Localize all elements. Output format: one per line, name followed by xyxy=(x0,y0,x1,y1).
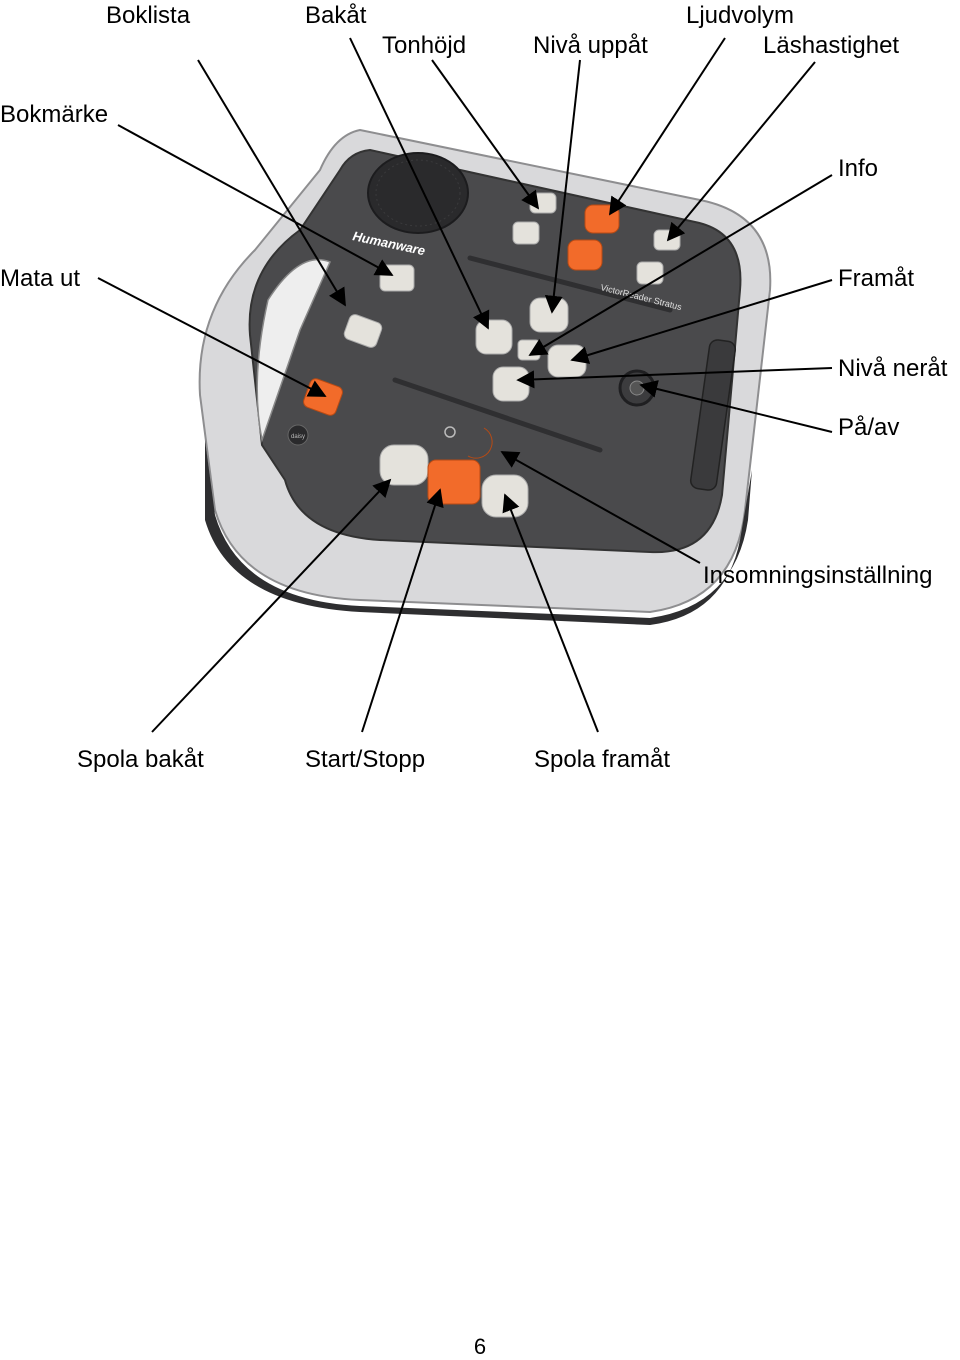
leader-spola-bakat xyxy=(151,478,392,733)
leader-lines xyxy=(97,37,833,733)
label-bokmarke: Bokmärke xyxy=(0,101,108,128)
leader-boklista xyxy=(197,59,346,307)
leader-lashastighet xyxy=(666,61,816,242)
daisy-badge xyxy=(287,424,309,446)
label-spola-bakat: Spola bakåt xyxy=(77,746,204,773)
label-niva-uppat: Nivå uppåt xyxy=(533,32,648,59)
label-bakat: Bakåt xyxy=(305,2,367,29)
leader-insomning xyxy=(500,451,701,564)
side-ports xyxy=(689,339,737,491)
label-info: Info xyxy=(838,155,878,182)
leader-niva-uppat xyxy=(544,59,581,314)
leader-pa-av xyxy=(639,380,833,433)
leader-niva-nerat xyxy=(516,367,833,389)
daisy-badge-label: daisy xyxy=(291,434,305,440)
tone-down-key[interactable] xyxy=(512,221,540,245)
bookmark-key[interactable] xyxy=(379,264,415,292)
volume-down-key[interactable] xyxy=(567,239,603,271)
leader-bakat xyxy=(349,37,490,330)
leader-tonhojd xyxy=(431,59,540,210)
label-framat: Framåt xyxy=(838,265,914,292)
leader-mata-ut xyxy=(97,277,327,397)
label-ljudvolym: Ljudvolym xyxy=(686,2,794,29)
nav-down-key[interactable] xyxy=(492,366,530,402)
label-niva-nerat: Nivå neråt xyxy=(838,355,948,382)
label-insomning: Insomningsinställning xyxy=(703,562,932,589)
label-start-stopp: Start/Stopp xyxy=(305,746,425,773)
speaker-grille xyxy=(367,152,469,234)
label-boklista: Boklista xyxy=(106,2,191,29)
speed-down-key[interactable] xyxy=(636,261,664,285)
label-mata-ut: Mata ut xyxy=(0,265,80,292)
leader-bokmarke xyxy=(117,124,394,276)
nav-right-key[interactable] xyxy=(547,344,587,378)
play-stop-key[interactable] xyxy=(427,459,481,505)
leader-spola-framat xyxy=(502,493,599,733)
leader-start-stopp xyxy=(361,488,444,733)
label-spola-framat: Spola framåt xyxy=(534,746,670,773)
nav-up-key[interactable] xyxy=(529,297,569,333)
label-tonhojd: Tonhöjd xyxy=(382,32,466,59)
leader-ljudvolym xyxy=(609,37,726,216)
leader-info xyxy=(528,174,833,356)
nav-left-key[interactable] xyxy=(475,319,513,355)
label-pa-av: På/av xyxy=(838,414,899,441)
label-lashastighet: Läshastighet xyxy=(763,32,899,59)
device-illustration: Humanware VictorReader Stratus daisy xyxy=(198,128,772,625)
page-number: 6 xyxy=(473,1334,487,1359)
book-list-key[interactable] xyxy=(343,313,384,349)
sleep-button[interactable] xyxy=(467,427,493,459)
leader-framat xyxy=(570,279,833,364)
callout-labels: Boklista Bakåt Ljudvolym Tonhöjd Nivå up… xyxy=(0,2,948,773)
rewind-key[interactable] xyxy=(379,444,429,486)
speed-up-key[interactable] xyxy=(653,229,681,251)
